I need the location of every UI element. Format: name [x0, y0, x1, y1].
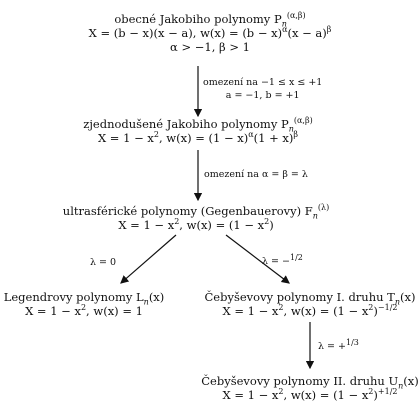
node-legendre: Legendrovy polynomy Ln(x) X = 1 − x2, w(…	[4, 290, 165, 318]
edge-label-lambda-plus-third: λ = +1/3	[318, 337, 359, 352]
node-general-conditions: α > −1, β > 1	[170, 40, 250, 54]
edge-label-lambda-minus-half: λ = −1/2	[262, 252, 303, 267]
node-ultraspherical: ultrasférické polynomy (Gegenbauerovy) F…	[63, 204, 329, 232]
node-general-title: obecné Jakobiho polynomy Pn(α,β)	[114, 11, 306, 29]
arrow-ultraspherical-to-legendre	[120, 234, 177, 284]
node-chebyshev1-formula: X = 1 − x2, w(x) = (1 − x2)−1/2	[222, 303, 398, 318]
node-ultraspherical-formula: X = 1 − x2, w(x) = (1 − x2)	[118, 217, 274, 232]
node-general-jacobi: obecné Jakobiho polynomy Pn(α,β) X = (b …	[89, 12, 332, 54]
node-chebyshev2-title: Čebyševovy polynomy II. druhu Un(x)	[201, 374, 419, 391]
edge-label-restriction-interval: omezení na −1 ≤ x ≤ +1 a = −1, b = +1	[203, 77, 323, 101]
node-legendre-title: Legendrovy polynomy Ln(x)	[3, 290, 165, 307]
node-legendre-formula: X = 1 − x2, w(x) = 1	[25, 303, 143, 318]
node-general-formula: X = (b − x)(x − a), w(x) = (b − x)α(x − …	[88, 25, 332, 40]
node-chebyshev-second-kind: Čebyševovy polynomy II. druhu Un(x) X = …	[201, 374, 419, 402]
node-simplified-title: zjednodušené Jakobiho polynomy Pn(α,β)	[83, 116, 313, 134]
node-chebyshev1-title: Čebyševovy polynomy I. druhu Tn(x)	[204, 290, 416, 307]
node-chebyshev2-formula: X = 1 − x2, w(x) = (1 − x2)+1/2	[222, 387, 398, 402]
node-simplified-jacobi: zjednodušené Jakobiho polynomy Pn(α,β) X…	[83, 117, 312, 145]
edge-label-lambda-zero: λ = 0	[90, 257, 117, 268]
edge-label-alpha-beta-lambda: omezení na α = β = λ	[204, 169, 308, 180]
node-ultraspherical-title: ultrasférické polynomy (Gegenbauerovy) F…	[62, 203, 330, 221]
node-simplified-formula: X = 1 − x2, w(x) = (1 − x)α(1 + x)β	[97, 130, 299, 145]
arrow-ultraspherical-to-chebyshev1	[225, 234, 290, 284]
node-chebyshev-first-kind: Čebyševovy polynomy I. druhu Tn(x) X = 1…	[205, 290, 416, 318]
